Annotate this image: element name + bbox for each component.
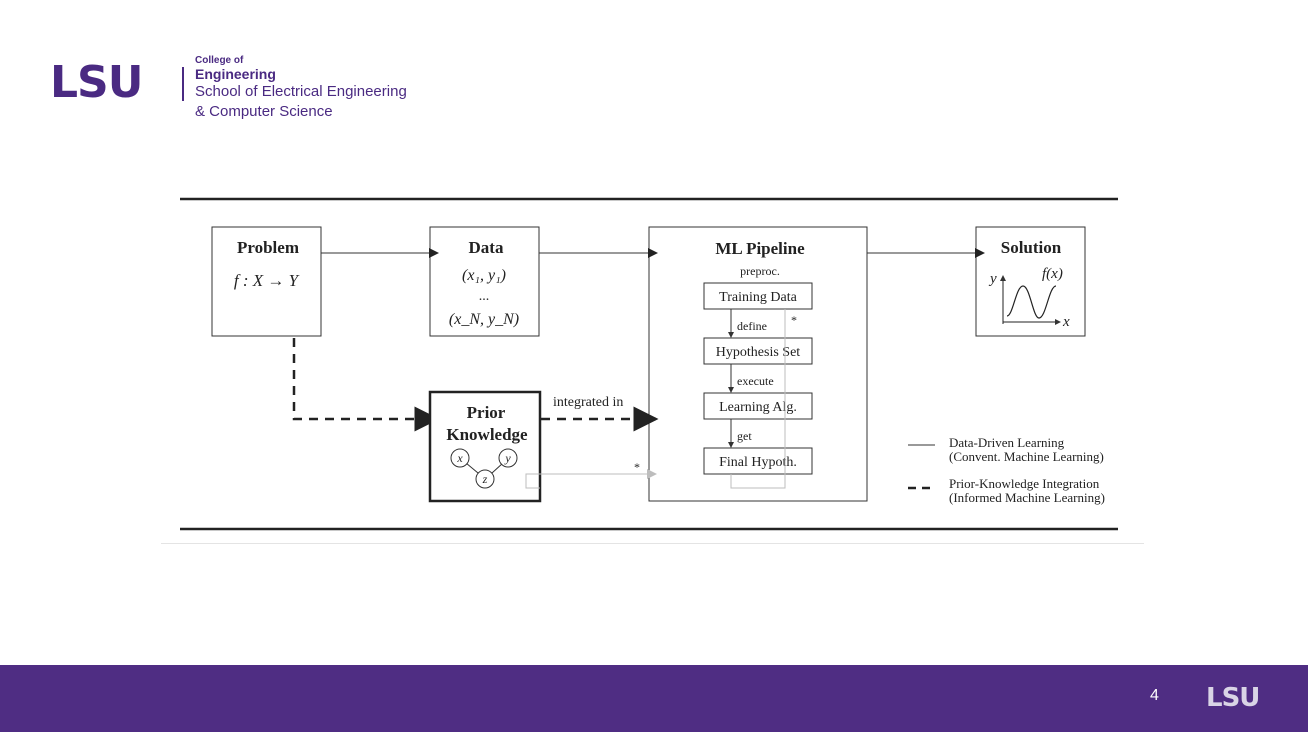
legend-dashed-label1: Prior-Knowledge Integration [949, 476, 1100, 491]
graph-node-x [450, 448, 470, 468]
final-hypoth-box [703, 447, 813, 475]
footer-lsu-logo: LSU [1206, 683, 1260, 713]
college-label: College of [195, 55, 244, 66]
hypothesis-set-label: Hypothesis Set [716, 345, 801, 360]
knowledge-star: * [634, 460, 640, 474]
graph-node-x-label: x [456, 451, 463, 465]
preproc-label: preproc. [740, 264, 780, 278]
data-first-pair: (x₁, y₁) [462, 267, 506, 284]
graph-node-y [498, 448, 518, 468]
data-box: Data (x₁, y₁) ... (x_N, y_N) [429, 226, 540, 337]
problem-box: Problem f : X → Y [211, 226, 322, 337]
data-last-pair: (x_N, y_N) [449, 311, 519, 328]
legend-solid-label1: Data-Driven Learning [949, 435, 1065, 450]
legend-dashed-label2: (Informed Machine Learning) [949, 490, 1105, 505]
define-label: define [737, 319, 767, 333]
lsu-logo: LSU [50, 57, 143, 108]
solution-curve [1006, 285, 1057, 319]
solution-fx-label: f(x) [1042, 266, 1063, 282]
feedback-loop [730, 309, 786, 489]
data-ellipsis: ... [479, 289, 490, 304]
final-hypoth-label: Final Hypoth. [719, 455, 797, 470]
logo-divider [182, 67, 184, 101]
prior-knowledge-box: Prior Knowledge x y z [428, 390, 542, 503]
hypothesis-set-box [703, 337, 813, 365]
get-label: get [737, 429, 752, 443]
solution-y-label: y [988, 271, 997, 287]
graph-node-z [475, 469, 495, 489]
department-name: & Computer Science [195, 103, 333, 120]
page-number: 4 [1150, 687, 1159, 704]
integrated-in-label: integrated in [553, 395, 623, 410]
prior-knowledge-line2: Knowledge [446, 425, 528, 444]
footer-bar [0, 665, 1308, 732]
legend-solid-label2: (Convent. Machine Learning) [949, 449, 1104, 464]
feedback-star: * [791, 313, 797, 327]
legend: Data-Driven Learning (Convent. Machine L… [908, 435, 1105, 505]
ml-pipeline-box: ML Pipeline preproc. Training Data defin… [648, 226, 868, 502]
ml-pipeline-title: ML Pipeline [715, 239, 805, 258]
informed-ml-diagram: Problem f : X → Y Data (x₁, y₁) ... (x_N… [180, 197, 1118, 531]
execute-label: execute [737, 374, 774, 388]
problem-to-knowledge-arrow [292, 338, 440, 432]
data-title: Data [469, 238, 504, 257]
graph-node-y-label: y [504, 451, 511, 465]
training-data-label: Training Data [719, 290, 797, 305]
graph-node-z-label: z [482, 472, 488, 486]
knowledge-star-arrow [525, 469, 657, 489]
learning-alg-label: Learning Alg. [719, 400, 797, 415]
problem-formula: f : X → Y [234, 271, 300, 290]
graph-edge-xz [465, 462, 479, 474]
school-name: School of Electrical Engineering [195, 83, 407, 100]
learning-alg-box [703, 392, 813, 420]
college-name-block: College of Engineering School of Electri… [195, 55, 407, 122]
solution-title: Solution [1001, 238, 1062, 257]
solution-x-label: x [1062, 314, 1070, 330]
problem-title: Problem [237, 238, 299, 257]
college-name: Engineering [195, 66, 276, 82]
solution-box: Solution y f(x) x [975, 226, 1086, 337]
training-data-box [703, 282, 813, 310]
prior-knowledge-line1: Prior [467, 403, 506, 422]
graph-edge-yz [491, 462, 504, 474]
